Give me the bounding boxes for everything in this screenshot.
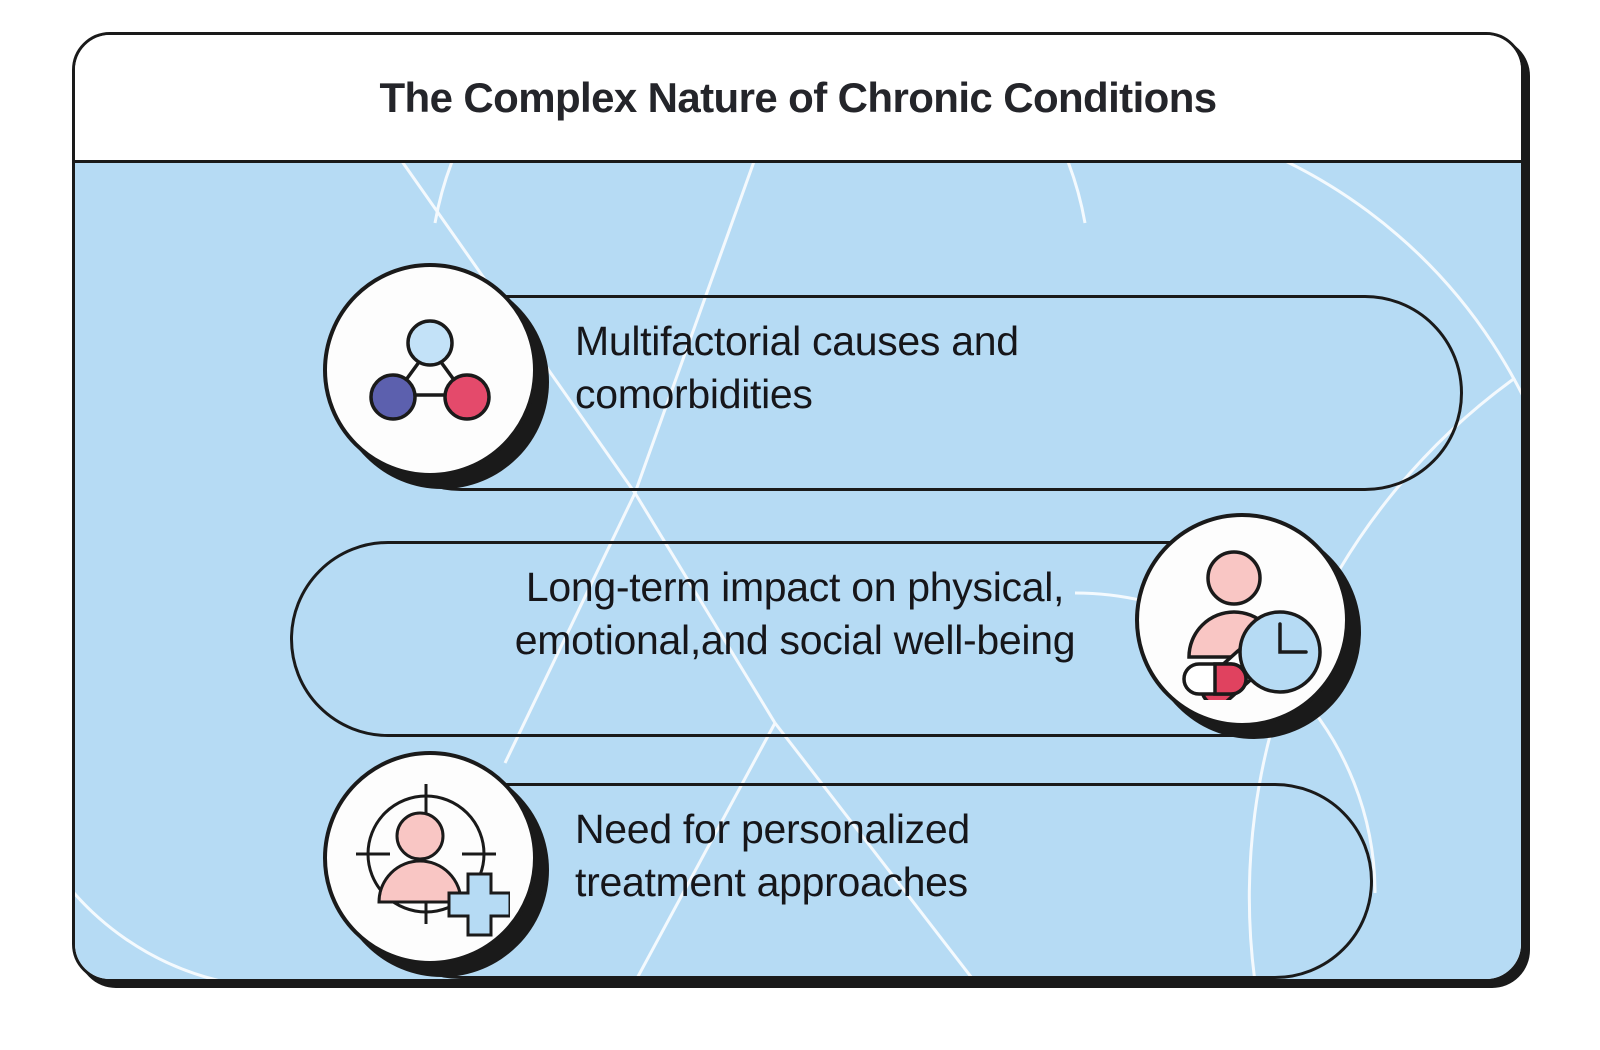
feature-icon-bubble[interactable] bbox=[323, 751, 549, 977]
feature-icon-bubble[interactable] bbox=[323, 263, 549, 489]
feature-text: Need for personalized treatment approach… bbox=[575, 806, 970, 906]
person-head-icon bbox=[1206, 550, 1262, 606]
bubble-face bbox=[323, 751, 537, 965]
card-body: Multifactorial causes and comorbidities bbox=[75, 163, 1521, 979]
patient-medication-clock-icon bbox=[1182, 550, 1322, 700]
card-header: The Complex Nature of Chronic Conditions bbox=[75, 35, 1521, 163]
card-frame: The Complex Nature of Chronic Conditions bbox=[72, 32, 1524, 982]
bubble-face bbox=[1135, 513, 1349, 727]
target-patient-cross-icon bbox=[356, 784, 510, 937]
medical-cross-icon bbox=[447, 872, 510, 937]
page-title: The Complex Nature of Chronic Conditions bbox=[379, 73, 1217, 121]
node-left-icon bbox=[369, 373, 417, 421]
person-body-icon bbox=[377, 859, 463, 904]
node-top-icon bbox=[406, 319, 454, 367]
clock-icon bbox=[1238, 610, 1322, 694]
capsule-horizontal-icon bbox=[1182, 662, 1248, 696]
bubble-face bbox=[323, 263, 537, 477]
network-nodes-icon bbox=[369, 319, 491, 421]
target-ring-icon bbox=[366, 794, 486, 914]
infographic-card: The Complex Nature of Chronic Conditions bbox=[72, 32, 1530, 988]
node-right-icon bbox=[443, 373, 491, 421]
feature-icon-bubble[interactable] bbox=[1135, 513, 1361, 739]
person-head-icon bbox=[395, 811, 445, 861]
feature-text: Long-term impact on physical, emotional,… bbox=[514, 564, 1076, 664]
feature-text: Multifactorial causes and comorbidities bbox=[575, 318, 1019, 418]
